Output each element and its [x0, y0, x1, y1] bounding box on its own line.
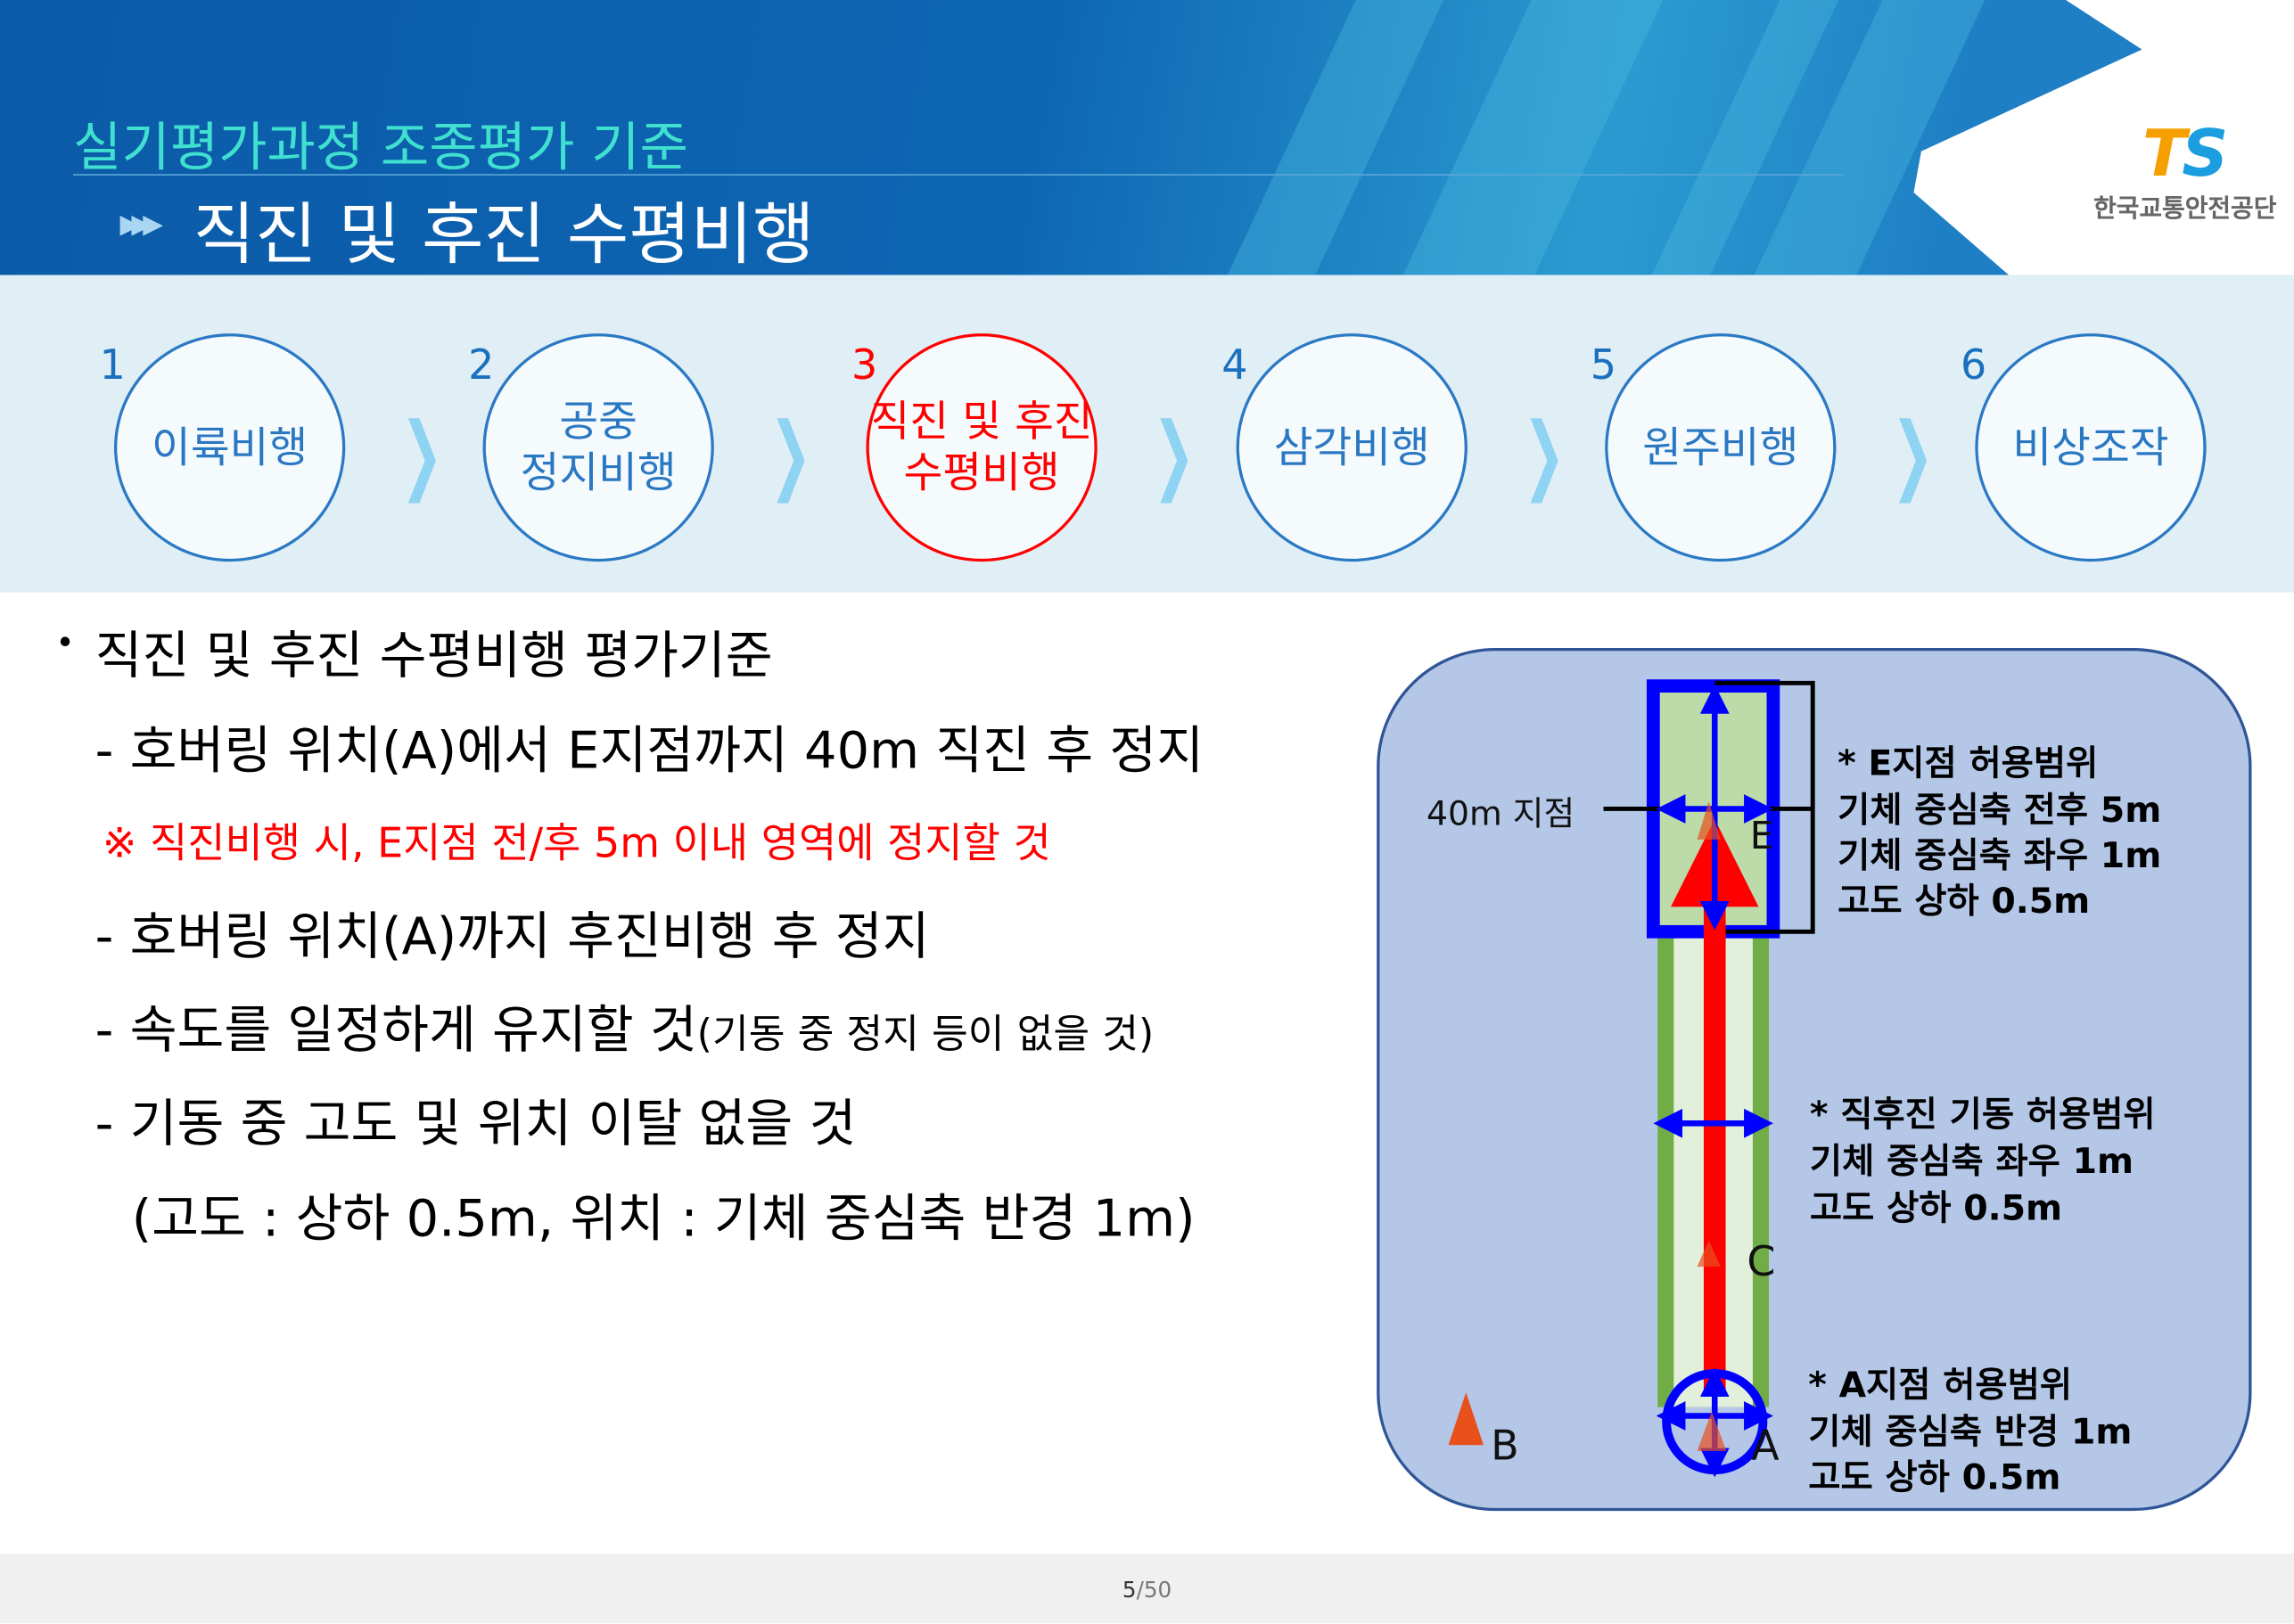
footer-bar [0, 1553, 2294, 1624]
svg-text:* E지점 허용범위: * E지점 허용범위 [1838, 743, 2098, 784]
chevron-right-icon: ❯ [1152, 403, 1196, 504]
title-divider [73, 174, 1844, 176]
criterion-item: - 호버링 위치(A)까지 후진비행 후 정지 [95, 908, 930, 967]
step-1[interactable]: 이륙비행 [113, 333, 346, 562]
criterion-item: - 호버링 위치(A)에서 E지점까지 40m 직진 후 정지 [95, 722, 1205, 782]
page-title: 직진 및 후진 수평비행 [193, 194, 815, 274]
svg-text:기체 중심축 좌우 1m: 기체 중심축 좌우 1m [1810, 1141, 2134, 1182]
step-label: 직진 및 후진 수평비행 [870, 397, 1093, 497]
chevron-right-icon: ❯ [769, 403, 812, 504]
point-a-label: A [1751, 1422, 1780, 1470]
step-2[interactable]: 공중 정지비행 [482, 333, 714, 562]
step-5[interactable]: 원주비행 [1605, 333, 1837, 562]
step-3[interactable]: 직진 및 후진 수평비행 [866, 333, 1098, 562]
svg-text:기체 중심축 좌우 1m: 기체 중심축 좌우 1m [1838, 835, 2161, 876]
step-label: 이륙비행 [152, 422, 308, 472]
label-40m: 40m 지점 [1427, 794, 1575, 833]
step-number: 6 [1960, 340, 1987, 390]
criterion-item: - 속도를 일정하게 유지할 것(기동 중 정지 등이 없을 것) [95, 1002, 1155, 1061]
field-area [1377, 647, 2252, 1512]
svg-text:고도 상하 0.5m: 고도 상하 0.5m [1810, 1188, 2062, 1229]
ts-logo: TS [2142, 117, 2228, 192]
step-6[interactable]: 비상조작 [1975, 333, 2207, 562]
criterion-item: - 기동 중 고도 및 위치 이탈 없을 것 [95, 1095, 857, 1154]
section-supertitle: 실기평가과정 조종평가 기준 [73, 118, 688, 179]
page-indicator: 5/50 [1122, 1576, 1172, 1603]
cone-icon [1448, 801, 1727, 1451]
svg-text:* 직후진 기동 허용범위: * 직후진 기동 허용범위 [1810, 1095, 2156, 1136]
step-number: 1 [99, 340, 126, 390]
point-b-label: B [1491, 1422, 1519, 1470]
chevron-right-icon: ❯ [400, 403, 444, 504]
point-e-label: E [1750, 814, 1774, 858]
org-name: 한국교통안전공단 [2093, 194, 2277, 225]
step-number: 4 [1221, 340, 1248, 390]
move-range-text: * 직후진 기동 허용범위 기체 중심축 좌우 1m 고도 상하 0.5m [1810, 1095, 2156, 1229]
header-banner [0, 0, 2294, 275]
point-c-label: C [1747, 1237, 1775, 1285]
criterion-detail: (고도 : 상하 0.5m, 위치 : 기체 중심축 반경 1m) [131, 1190, 1196, 1250]
step-label: 비상조작 [2012, 422, 2169, 472]
svg-text:고도 상하 0.5m: 고도 상하 0.5m [1838, 881, 2090, 922]
content-heading: 직진 및 후진 수평비행 평가기준 [95, 627, 773, 686]
step-progress [0, 275, 2294, 593]
e-range-text: * E지점 허용범위 기체 중심축 전후 5m 기체 중심축 좌우 1m 고도 … [1838, 743, 2161, 922]
chevron-right-icon: ❯ [1522, 403, 1566, 504]
a-range-text: * A지점 허용범위 기체 중심축 반경 1m 고도 상하 0.5m [1808, 1365, 2132, 1497]
criterion-note: ※ 직진비행 시, E지점 전/후 5m 이내 영역에 정지할 것 [102, 818, 1051, 868]
step-label: 공중 정지비행 [520, 397, 677, 497]
svg-text:기체 중심축 전후 5m: 기체 중심축 전후 5m [1838, 790, 2161, 831]
step-number: 2 [468, 340, 495, 390]
svg-text:고도 상하 0.5m: 고도 상하 0.5m [1808, 1457, 2060, 1498]
bullet-icon: • [55, 626, 75, 663]
svg-text:기체 중심축 반경 1m: 기체 중심축 반경 1m [1808, 1412, 2132, 1453]
svg-text:* A지점 허용범위: * A지점 허용범위 [1808, 1365, 2072, 1406]
step-4[interactable]: 삼각비행 [1236, 333, 1468, 562]
chevron-right-icon: ❯ [1891, 403, 1935, 504]
step-number: 5 [1590, 340, 1617, 390]
step-number: 3 [851, 340, 878, 390]
step-label: 원주비행 [1642, 422, 1799, 472]
step-label: 삼각비행 [1273, 422, 1430, 472]
